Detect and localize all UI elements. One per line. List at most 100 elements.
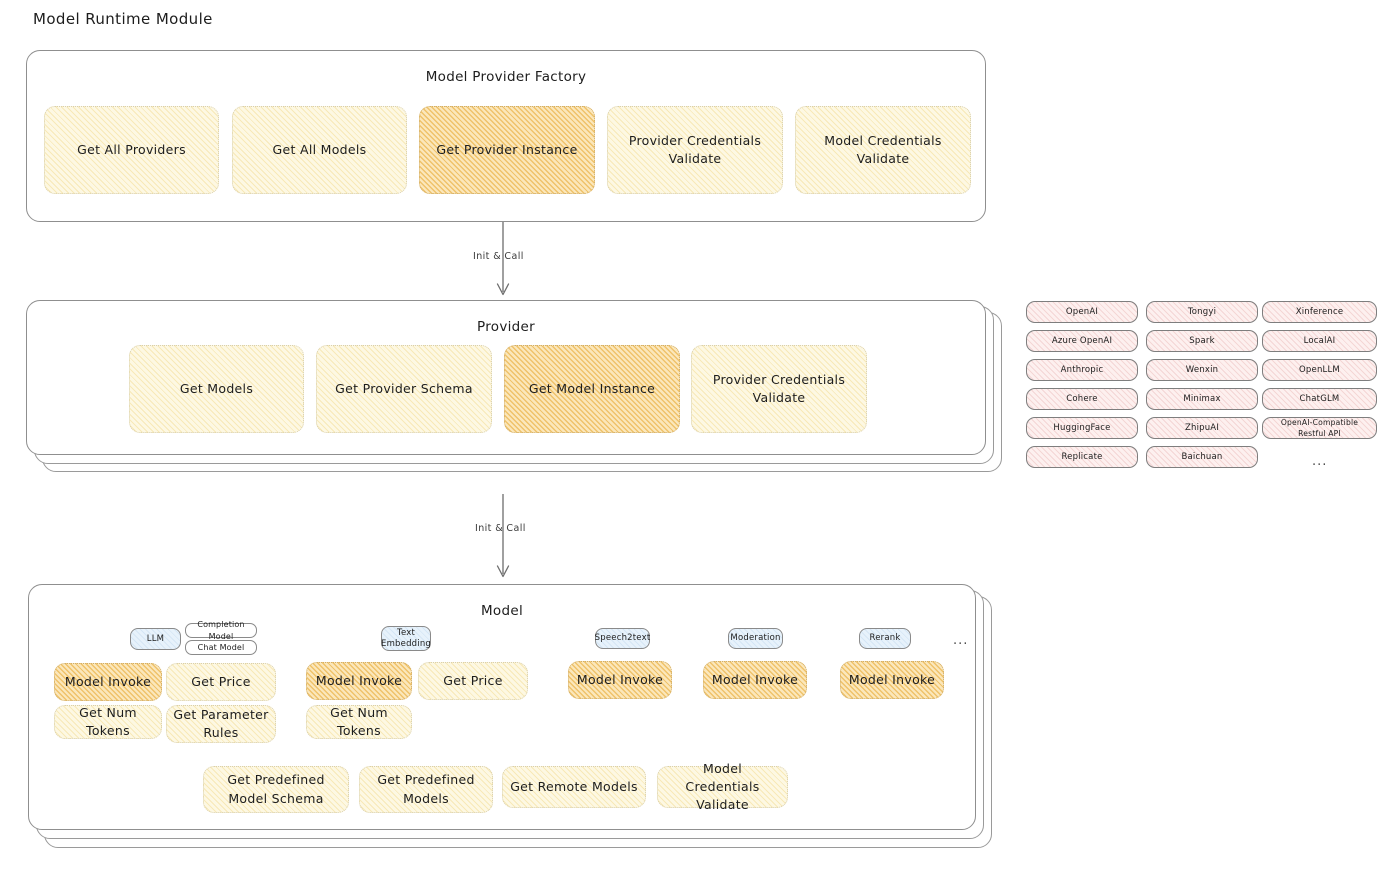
- model-method-label: Model Invoke: [711, 671, 799, 687]
- factory-item-label: Provider Credentials Validate: [628, 132, 762, 166]
- provider-chip-anthropic[interactable]: Anthropic: [1026, 359, 1138, 381]
- model-method-label: Model Invoke: [64, 673, 152, 689]
- model-method-label: Get Price: [443, 672, 503, 688]
- page-title: Model Runtime Module: [33, 10, 213, 28]
- provider-item-get-provider-schema[interactable]: Get Provider Schema: [316, 345, 492, 433]
- provider-chip-minimax[interactable]: Minimax: [1146, 388, 1258, 410]
- arrow-provider-to-model: [496, 494, 510, 578]
- model-sub-badge-chat-model[interactable]: Chat Model: [185, 640, 257, 655]
- model-common-method-label: Get Remote Models: [510, 778, 638, 794]
- provider-item-get-model-instance[interactable]: Get Model Instance: [504, 345, 680, 433]
- provider-item-label: Provider Credentials Validate: [712, 371, 846, 405]
- model-type-badge-moderation[interactable]: Moderation: [728, 628, 783, 649]
- model-method-text-embedding-get-price[interactable]: Get Price: [418, 662, 528, 700]
- model-type-badge-label: LLM: [146, 633, 165, 644]
- provider-chip-label: ZhipuAI: [1184, 422, 1220, 433]
- factory-item-label: Model Credentials Validate: [824, 132, 942, 166]
- provider-chip-label: Replicate: [1061, 451, 1103, 462]
- model-method-llm-get-parameter-rules[interactable]: Get Parameter Rules: [166, 705, 276, 743]
- factory-item-provider-credentials-validate[interactable]: Provider Credentials Validate: [607, 106, 783, 194]
- arrow-label-init-and-call-1: Init & Call: [473, 251, 524, 262]
- model-method-label: Get Num Tokens: [79, 704, 137, 738]
- model-common-method-label: Get Predefined Model Schema: [227, 772, 325, 806]
- model-type-badge-label: Text Embedding: [381, 627, 432, 649]
- arrow-label-init-and-call-2: Init & Call: [475, 523, 526, 534]
- factory-item-label: Get All Providers: [77, 141, 186, 157]
- provider-chip-huggingface[interactable]: HuggingFace: [1026, 417, 1138, 439]
- model-common-method-model-credentials-validate[interactable]: Model Credentials Validate: [657, 761, 788, 812]
- model-type-badge-rerank[interactable]: Rerank: [859, 628, 911, 649]
- model-method-speech2text-model-invoke[interactable]: Model Invoke: [568, 661, 672, 699]
- model-method-text-embedding-get-num-tokens[interactable]: Get Num Tokens: [306, 705, 412, 739]
- provider-chip-label: OpenLLM: [1299, 364, 1340, 375]
- model-method-label: Model Invoke: [315, 672, 403, 688]
- model-method-moderation-model-invoke[interactable]: Model Invoke: [703, 661, 807, 699]
- provider-chip-label: Xinference: [1295, 306, 1344, 317]
- provider-title: Provider: [477, 319, 535, 335]
- model-method-llm-get-num-tokens[interactable]: Get Num Tokens: [54, 705, 162, 739]
- provider-chip-spark[interactable]: Spark: [1146, 330, 1258, 352]
- model-title: Model: [480, 603, 524, 619]
- provider-chip-chatglm[interactable]: ChatGLM: [1262, 388, 1377, 410]
- model-type-badge-speech2text[interactable]: Speech2text: [595, 628, 650, 649]
- provider-chip-replicate[interactable]: Replicate: [1026, 446, 1138, 468]
- arrow-factory-to-provider: [496, 222, 510, 296]
- provider-chip-openllm[interactable]: OpenLLM: [1262, 359, 1377, 381]
- factory-item-get-all-models[interactable]: Get All Models: [232, 106, 407, 194]
- provider-item-label: Get Model Instance: [528, 380, 656, 396]
- factory-item-get-provider-instance[interactable]: Get Provider Instance: [419, 106, 595, 194]
- factory-item-model-credentials-validate[interactable]: Model Credentials Validate: [795, 106, 971, 194]
- provider-chip-tongyi[interactable]: Tongyi: [1146, 301, 1258, 323]
- model-method-label: Get Price: [191, 673, 251, 689]
- provider-chip-label: LocalAI: [1303, 335, 1336, 346]
- model-method-label: Model Invoke: [848, 671, 936, 687]
- model-common-method-label: Model Credentials Validate: [685, 760, 760, 813]
- model-common-method-get-predefined-model-schema[interactable]: Get Predefined Model Schema: [203, 766, 349, 813]
- provider-chip-label: OpenAI-Compatible Restful API: [1280, 418, 1359, 438]
- provider-chip-localai[interactable]: LocalAI: [1262, 330, 1377, 352]
- model-common-method-get-predefined-models[interactable]: Get Predefined Models: [359, 766, 493, 813]
- provider-item-get-models[interactable]: Get Models: [129, 345, 304, 433]
- model-method-text-embedding-model-invoke[interactable]: Model Invoke: [306, 662, 412, 700]
- provider-chip-label: Wenxin: [1185, 364, 1219, 375]
- model-method-label: Get Num Tokens: [330, 704, 388, 738]
- factory-item-get-all-providers[interactable]: Get All Providers: [44, 106, 219, 194]
- provider-chip-label: Spark: [1189, 335, 1215, 346]
- provider-item-provider-credentials-validate[interactable]: Provider Credentials Validate: [691, 345, 867, 433]
- model-method-label: Get Parameter Rules: [173, 706, 269, 740]
- model-type-badge-label: Speech2text: [594, 633, 651, 644]
- provider-chip-wenxin[interactable]: Wenxin: [1146, 359, 1258, 381]
- model-method-llm-get-price[interactable]: Get Price: [166, 663, 276, 701]
- provider-item-label: Get Provider Schema: [335, 380, 473, 396]
- model-type-badge-llm[interactable]: LLM: [130, 628, 181, 650]
- model-sub-badge-label: Chat Model: [197, 642, 245, 652]
- model-method-label: Model Invoke: [576, 671, 664, 687]
- provider-chip-label: Cohere: [1066, 393, 1098, 404]
- model-method-rerank-model-invoke[interactable]: Model Invoke: [840, 661, 944, 699]
- provider-chip-label: Azure OpenAI: [1051, 335, 1113, 346]
- model-types-more: ...: [953, 633, 969, 648]
- model-sub-badge-completion-model[interactable]: Completion Model: [185, 620, 257, 641]
- provider-chip-openai[interactable]: OpenAI: [1026, 301, 1138, 323]
- provider-item-label: Get Models: [179, 380, 254, 396]
- provider-chip-openai-compatible-restful-api[interactable]: OpenAI-Compatible Restful API: [1262, 417, 1377, 439]
- provider-chip-xinference[interactable]: Xinference: [1262, 301, 1377, 323]
- provider-chip-cohere[interactable]: Cohere: [1026, 388, 1138, 410]
- provider-chip-label: OpenAI: [1065, 306, 1099, 317]
- model-common-method-get-remote-models[interactable]: Get Remote Models: [502, 766, 646, 808]
- provider-chip-azure-openai[interactable]: Azure OpenAI: [1026, 330, 1138, 352]
- provider-chip-label: ChatGLM: [1299, 393, 1340, 404]
- model-type-badge-label: Moderation: [730, 633, 781, 644]
- model-method-llm-model-invoke[interactable]: Model Invoke: [54, 663, 162, 701]
- provider-chip-baichuan[interactable]: Baichuan: [1146, 446, 1258, 468]
- provider-chip-label: Baichuan: [1181, 451, 1223, 462]
- model-type-badge-label: Rerank: [869, 633, 901, 644]
- model-common-method-label: Get Predefined Models: [377, 772, 475, 806]
- provider-chip-label: HuggingFace: [1053, 422, 1111, 433]
- model-type-badge-text-embedding[interactable]: Text Embedding: [381, 626, 431, 651]
- provider-chip-label: Anthropic: [1060, 364, 1104, 375]
- provider-chip-zhipuai[interactable]: ZhipuAI: [1146, 417, 1258, 439]
- model-provider-factory-title: Model Provider Factory: [425, 69, 587, 85]
- provider-list-more: ...: [1312, 454, 1328, 469]
